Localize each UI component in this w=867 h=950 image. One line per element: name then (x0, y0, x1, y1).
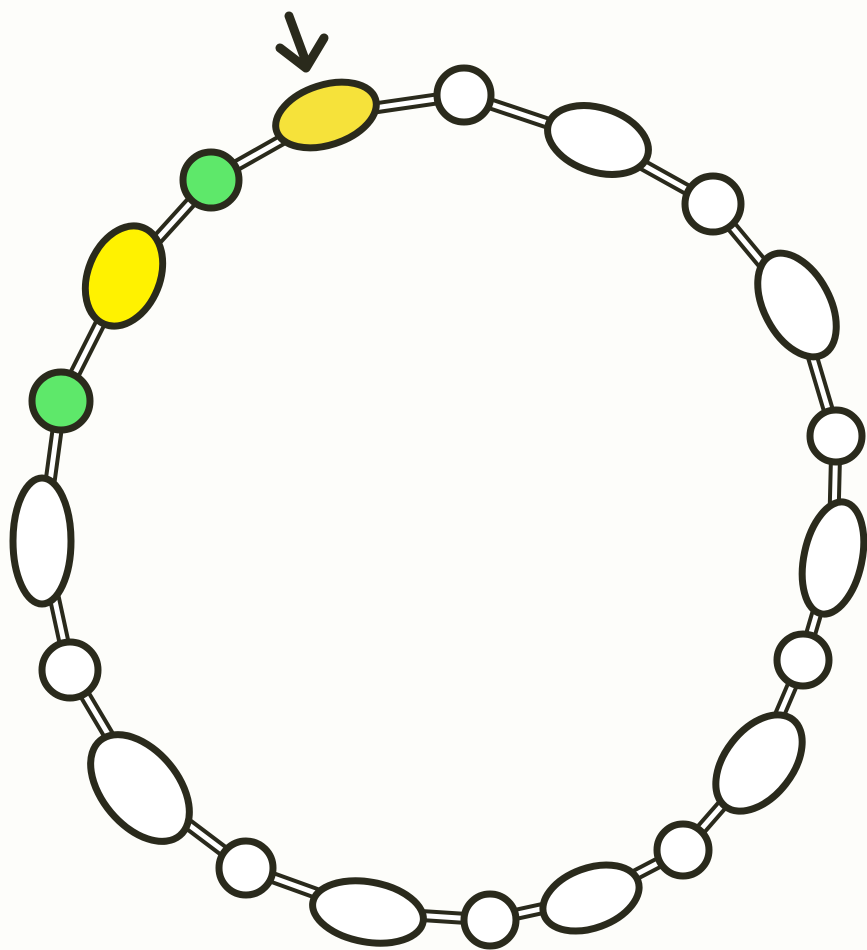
beads (13, 68, 867, 950)
bead-round-plain-13 (219, 841, 273, 895)
bead-oval-yellow-0 (267, 70, 384, 159)
bead-oval-plain-12 (308, 873, 429, 950)
bead-round-plain-1 (437, 68, 491, 122)
bead-oval-plain-2 (539, 93, 658, 186)
bead-oval-plain-16 (13, 478, 71, 604)
down-arrow-icon (280, 16, 324, 68)
bead-oval-plain-10 (534, 853, 648, 944)
bead-round-green-17 (32, 372, 90, 430)
bead-round-plain-7 (777, 634, 829, 686)
bead-round-plain-3 (685, 176, 741, 232)
bead-round-plain-5 (810, 410, 862, 462)
bead-oval-plain-14 (71, 716, 209, 860)
bead-round-plain-9 (657, 824, 709, 876)
bead-round-plain-15 (42, 642, 98, 698)
bead-round-green-19 (183, 152, 239, 208)
bead-round-plain-11 (464, 894, 516, 946)
bead-oval-plain-6 (793, 496, 867, 620)
